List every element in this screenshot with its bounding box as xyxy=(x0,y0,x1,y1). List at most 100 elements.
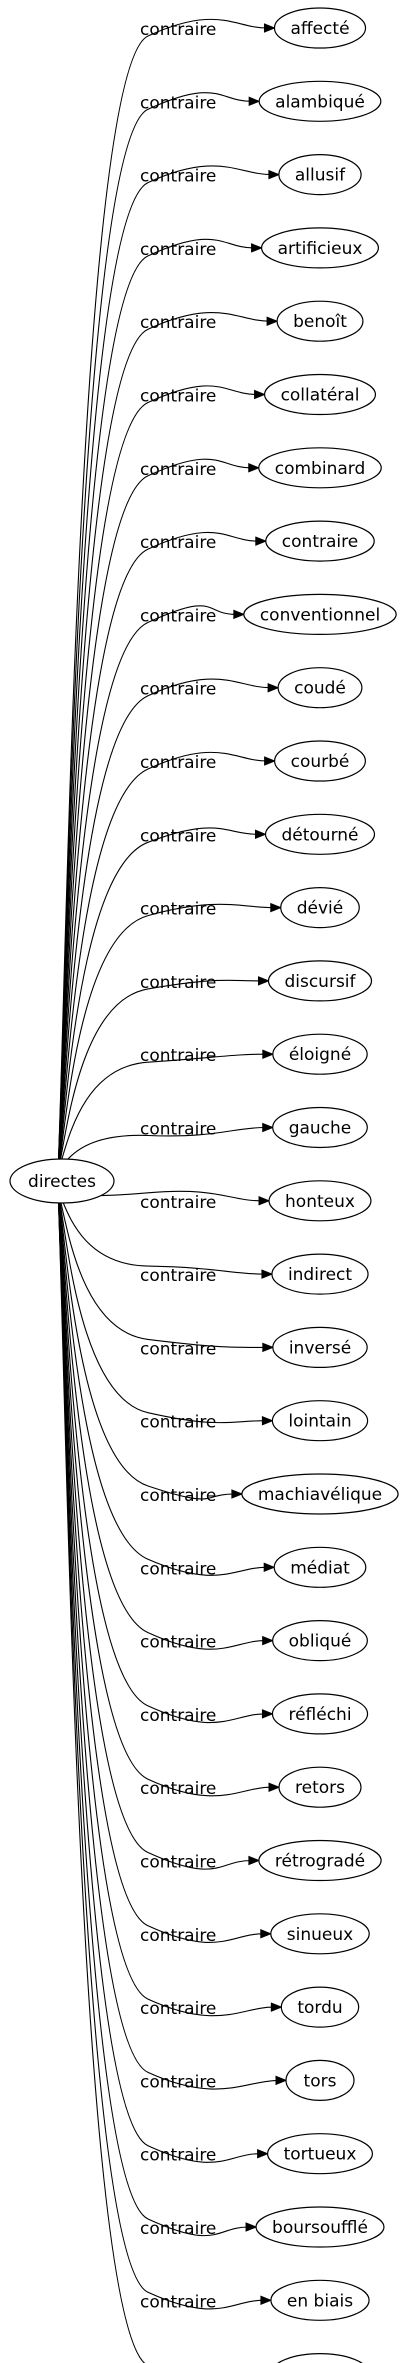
target-node-label: machiavélique xyxy=(258,1485,382,1505)
arrow-head-icon xyxy=(263,23,276,33)
target-node[interactable]: affecté xyxy=(273,7,367,49)
target-node[interactable]: benoît xyxy=(276,300,364,342)
target-node-label: allusif xyxy=(295,166,346,186)
target-node-ellipse xyxy=(278,154,362,196)
target-node-label: combinard xyxy=(275,459,366,479)
target-node[interactable]: contraire xyxy=(265,520,375,562)
arrow-head-icon xyxy=(262,1049,275,1059)
edge-line xyxy=(57,1190,272,1797)
target-node[interactable]: tordu xyxy=(280,1986,360,2028)
target-node[interactable]: rétrogradé xyxy=(258,1839,382,1882)
target-node[interactable]: de biais xyxy=(271,2353,369,2363)
arrow-head-icon xyxy=(251,243,263,253)
target-node[interactable]: gauche xyxy=(272,1106,368,1149)
edge-line xyxy=(57,312,270,1172)
edge-label: contraire xyxy=(140,2072,216,2092)
edge-label: contraire xyxy=(140,1999,216,2019)
target-node[interactable]: lointain xyxy=(271,1400,369,1442)
edge-line xyxy=(57,1190,265,1348)
edge-label: contraire xyxy=(140,753,216,773)
edge-line xyxy=(57,1190,267,1576)
target-node[interactable]: sinueux xyxy=(270,1913,370,1955)
arrow-head-icon xyxy=(268,169,281,180)
target-node-label: réfléchi xyxy=(288,1705,351,1725)
target-node-label: obliqué xyxy=(289,1632,352,1652)
target-node-ellipse xyxy=(273,7,367,49)
edge-label: contraire xyxy=(140,1486,216,1506)
edge-label: contraire xyxy=(140,826,216,846)
target-node[interactable]: coudé xyxy=(277,667,363,709)
arrow-head-icon xyxy=(258,1196,271,1206)
edge-line xyxy=(57,827,258,1172)
target-node[interactable]: tors xyxy=(285,2059,355,2101)
target-node[interactable]: médiat xyxy=(273,1546,367,1588)
arrow-head-icon xyxy=(248,96,261,107)
target-node[interactable]: allusif xyxy=(278,154,362,196)
target-node[interactable]: alambiqué xyxy=(258,80,382,122)
edge-label: contraire xyxy=(140,1046,216,1066)
edge-label: contraire xyxy=(140,533,216,553)
target-node[interactable]: éloigné xyxy=(272,1033,368,1075)
target-node[interactable]: obliqué xyxy=(272,1619,368,1662)
target-node[interactable]: combinard xyxy=(258,447,382,489)
target-node-ellipse xyxy=(277,667,363,709)
edge-label: contraire xyxy=(140,1633,216,1653)
arrow-head-icon xyxy=(260,1929,273,1939)
target-node-label: coudé xyxy=(294,679,346,699)
target-node-label: tordu xyxy=(297,1998,342,2018)
target-node[interactable]: honteux xyxy=(268,1180,372,1222)
target-node-label: affecté xyxy=(290,19,349,39)
target-node[interactable]: boursoufflé xyxy=(255,2206,385,2248)
arrow-head-icon xyxy=(266,316,279,326)
arrow-head-icon xyxy=(261,1269,274,1279)
target-node-label: artificieux xyxy=(278,239,363,259)
edge-line xyxy=(57,979,261,1172)
edge-line xyxy=(57,1190,265,1424)
edge-line xyxy=(57,1190,251,1870)
target-node[interactable]: en biais xyxy=(270,2279,370,2321)
target-node[interactable]: machiavélique xyxy=(241,1473,399,1515)
target-node-ellipse xyxy=(267,2133,373,2175)
edge-label: contraire xyxy=(140,1706,216,1726)
target-node-ellipse xyxy=(272,1106,368,1149)
target-node-ellipse xyxy=(268,1180,372,1222)
edge-label: contraire xyxy=(140,606,216,626)
edge-line xyxy=(57,1190,146,2363)
target-node[interactable]: tortueux xyxy=(267,2133,373,2175)
target-node[interactable]: dévié xyxy=(280,886,360,929)
target-node-label: détourné xyxy=(281,825,358,845)
arrow-head-icon xyxy=(248,1855,261,1866)
target-node-ellipse xyxy=(271,1693,369,1735)
target-node[interactable]: détourné xyxy=(264,813,376,855)
target-node[interactable]: conventionnel xyxy=(243,593,397,636)
target-node[interactable]: collatéral xyxy=(263,373,377,416)
target-node[interactable]: inversé xyxy=(272,1326,368,1369)
target-node-ellipse xyxy=(255,2206,385,2248)
target-node-label: gauche xyxy=(289,1119,352,1139)
target-node[interactable]: réfléchi xyxy=(271,1693,369,1735)
arrow-head-icon xyxy=(257,2148,269,2159)
target-node[interactable]: artificieux xyxy=(260,227,380,269)
edge-label: contraire xyxy=(140,900,216,920)
target-node-ellipse xyxy=(280,1986,360,2028)
target-node[interactable]: retors xyxy=(278,1766,362,1808)
target-node-label: tors xyxy=(304,2071,337,2091)
arrow-head-icon xyxy=(270,902,283,913)
edge-line xyxy=(57,531,258,1172)
center-node[interactable]: directes xyxy=(9,1158,115,1204)
edge-label: contraire xyxy=(140,93,216,113)
arrow-head-icon xyxy=(261,1709,274,1719)
target-node-label: sinueux xyxy=(287,1925,353,1945)
target-node-label: collatéral xyxy=(281,386,360,406)
target-node-label: conventionnel xyxy=(260,605,380,625)
target-node-ellipse xyxy=(270,1913,370,1955)
target-node-label: médiat xyxy=(290,1558,350,1578)
target-node[interactable]: discursif xyxy=(267,960,373,1002)
target-node-ellipse xyxy=(272,1326,368,1369)
target-node[interactable]: indirect xyxy=(271,1253,369,1295)
target-node[interactable]: courbé xyxy=(274,740,366,782)
target-node-ellipse xyxy=(258,1839,382,1882)
target-node-ellipse xyxy=(270,2279,370,2321)
target-node-ellipse xyxy=(265,520,375,562)
